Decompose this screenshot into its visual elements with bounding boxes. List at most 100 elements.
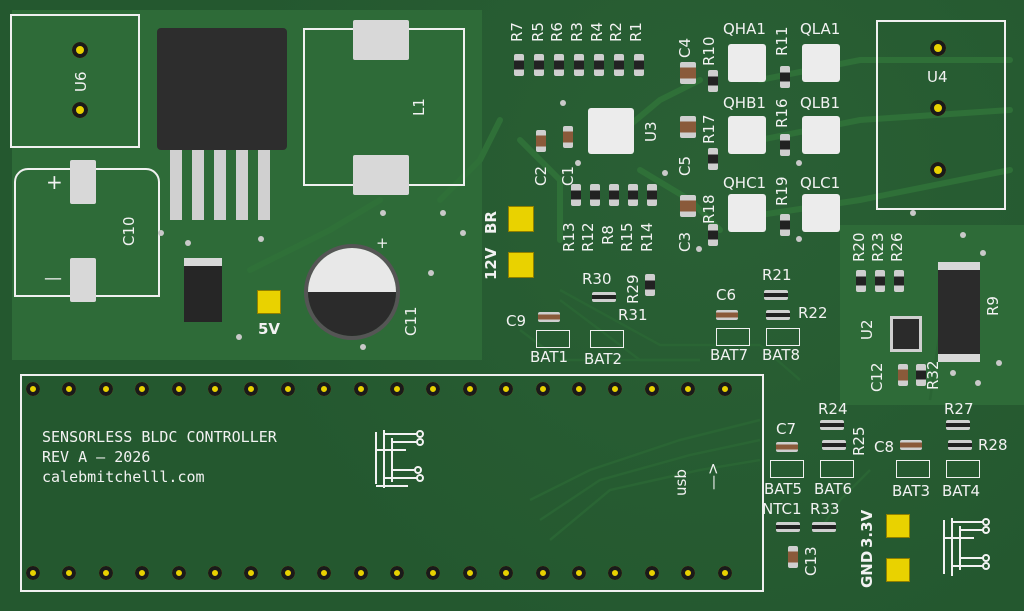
terminal-u6-pin1[interactable] <box>72 42 88 58</box>
header-bottom-pin-19[interactable] <box>681 566 696 580</box>
label-r21: R21 <box>762 266 792 284</box>
header-top-pin-11[interactable] <box>390 382 404 396</box>
header-bottom-pin-6[interactable] <box>208 566 222 580</box>
label-qha1: QHA1 <box>723 20 766 38</box>
header-bottom-pin-8[interactable] <box>280 566 295 580</box>
header-bottom-pin-16[interactable] <box>572 566 586 580</box>
header-bottom-pin-2[interactable] <box>62 566 77 580</box>
testpoint-3v3[interactable] <box>886 514 910 538</box>
testpoint-gnd[interactable] <box>886 558 910 582</box>
resistor-r8 <box>609 184 619 206</box>
header-top-pin-20[interactable] <box>717 382 732 396</box>
header-top-pin-13[interactable] <box>462 382 477 396</box>
header-top-pin-15[interactable] <box>535 382 550 396</box>
header-top-pin-4[interactable] <box>135 382 150 396</box>
label-r27: R27 <box>944 400 974 418</box>
label-r28: R28 <box>978 436 1008 454</box>
header-top-pin-1[interactable] <box>26 382 40 396</box>
label-c7: C7 <box>776 420 797 438</box>
header-top-pin-12[interactable] <box>426 382 441 396</box>
header-top-pin-6[interactable] <box>208 382 222 396</box>
header-top-pin-8[interactable] <box>280 382 295 396</box>
header-top-pin-2[interactable] <box>62 382 77 396</box>
via-16 <box>980 250 986 256</box>
bat1-outline <box>536 330 570 348</box>
label-r20: R20 <box>850 232 868 262</box>
header-bottom-pin-5[interactable] <box>171 566 186 580</box>
resistor-r22 <box>766 310 790 320</box>
label-bat1: BAT1 <box>530 348 569 366</box>
label-c5: C5 <box>676 155 694 176</box>
label-r26: R26 <box>888 232 906 262</box>
header-bottom-pin-12[interactable] <box>426 566 441 580</box>
terminal-u4-pin2[interactable] <box>930 100 946 116</box>
label-c3: C3 <box>676 231 694 252</box>
label-c1: C1 <box>559 165 577 186</box>
testpoint-br[interactable] <box>508 206 534 232</box>
capacitor-c12 <box>898 364 908 386</box>
header-bottom-pin-14[interactable] <box>499 566 514 580</box>
resistor-r25 <box>822 440 846 450</box>
label-r22: R22 <box>798 304 828 322</box>
header-bottom-pin-10[interactable] <box>353 566 368 580</box>
resistor-r21 <box>764 290 788 300</box>
label-gnd: GND <box>858 550 876 588</box>
header-top-pin-14[interactable] <box>499 382 514 396</box>
header-bottom-pin-13[interactable] <box>462 566 477 580</box>
resistor-r4 <box>594 54 604 76</box>
resistor-r6 <box>554 54 564 76</box>
via-20 <box>360 344 366 350</box>
label-c4: C4 <box>676 37 694 58</box>
label-r10: R10 <box>700 36 718 66</box>
label-r12: R12 <box>579 222 597 252</box>
header-top-pin-9[interactable] <box>317 382 332 396</box>
label-r6: R6 <box>548 22 566 42</box>
capacitor-c4 <box>680 62 696 84</box>
label-br: BR <box>482 211 500 234</box>
resistor-r32 <box>916 364 926 386</box>
terminal-u4-pin1[interactable] <box>930 40 946 56</box>
header-bottom-pin-17[interactable] <box>608 566 623 580</box>
testpoint-12v[interactable] <box>508 252 534 278</box>
mosfet-qhc1 <box>728 194 766 232</box>
resistor-r28 <box>948 440 972 450</box>
ic-u3 <box>588 108 634 154</box>
logo-mark-right <box>943 518 990 576</box>
label-c11: C11 <box>402 306 420 336</box>
resistor-r17 <box>708 148 718 170</box>
label-r4: R4 <box>588 22 606 42</box>
c11-plus: + <box>376 234 389 252</box>
header-top-pin-19[interactable] <box>681 382 696 396</box>
header-bottom-pin-20[interactable] <box>717 566 732 580</box>
label-qhc1: QHC1 <box>723 174 767 192</box>
via-8 <box>560 100 566 106</box>
header-top-pin-3[interactable] <box>98 382 113 396</box>
testpoint-5v[interactable] <box>257 290 281 314</box>
resistor-r33 <box>812 522 836 532</box>
header-bottom-pin-1[interactable] <box>26 566 40 580</box>
terminal-u4-pin3[interactable] <box>930 162 946 178</box>
header-bottom-pin-3[interactable] <box>98 566 113 580</box>
via-18 <box>975 380 981 386</box>
ntc1-part <box>776 522 800 532</box>
label-12v: 12V <box>482 247 500 280</box>
header-top-pin-16[interactable] <box>572 382 586 396</box>
header-bottom-pin-9[interactable] <box>317 566 332 580</box>
header-top-pin-17[interactable] <box>608 382 623 396</box>
header-top-pin-18[interactable] <box>644 382 659 396</box>
header-bottom-pin-18[interactable] <box>644 566 659 580</box>
label-r2: R2 <box>607 22 625 42</box>
resistor-r18 <box>708 224 718 246</box>
via-5 <box>380 210 386 216</box>
header-bottom-pin-15[interactable] <box>535 566 550 580</box>
header-top-pin-7[interactable] <box>244 382 259 396</box>
terminal-u6-pin2[interactable] <box>72 102 88 118</box>
header-bottom-pin-4[interactable] <box>135 566 150 580</box>
label-r9: R9 <box>984 296 1002 316</box>
header-top-pin-5[interactable] <box>171 382 186 396</box>
resistor-r30 <box>592 292 616 302</box>
header-top-pin-10[interactable] <box>353 382 368 396</box>
header-bottom-pin-7[interactable] <box>244 566 259 580</box>
label-c9: C9 <box>506 312 527 330</box>
header-bottom-pin-11[interactable] <box>390 566 404 580</box>
